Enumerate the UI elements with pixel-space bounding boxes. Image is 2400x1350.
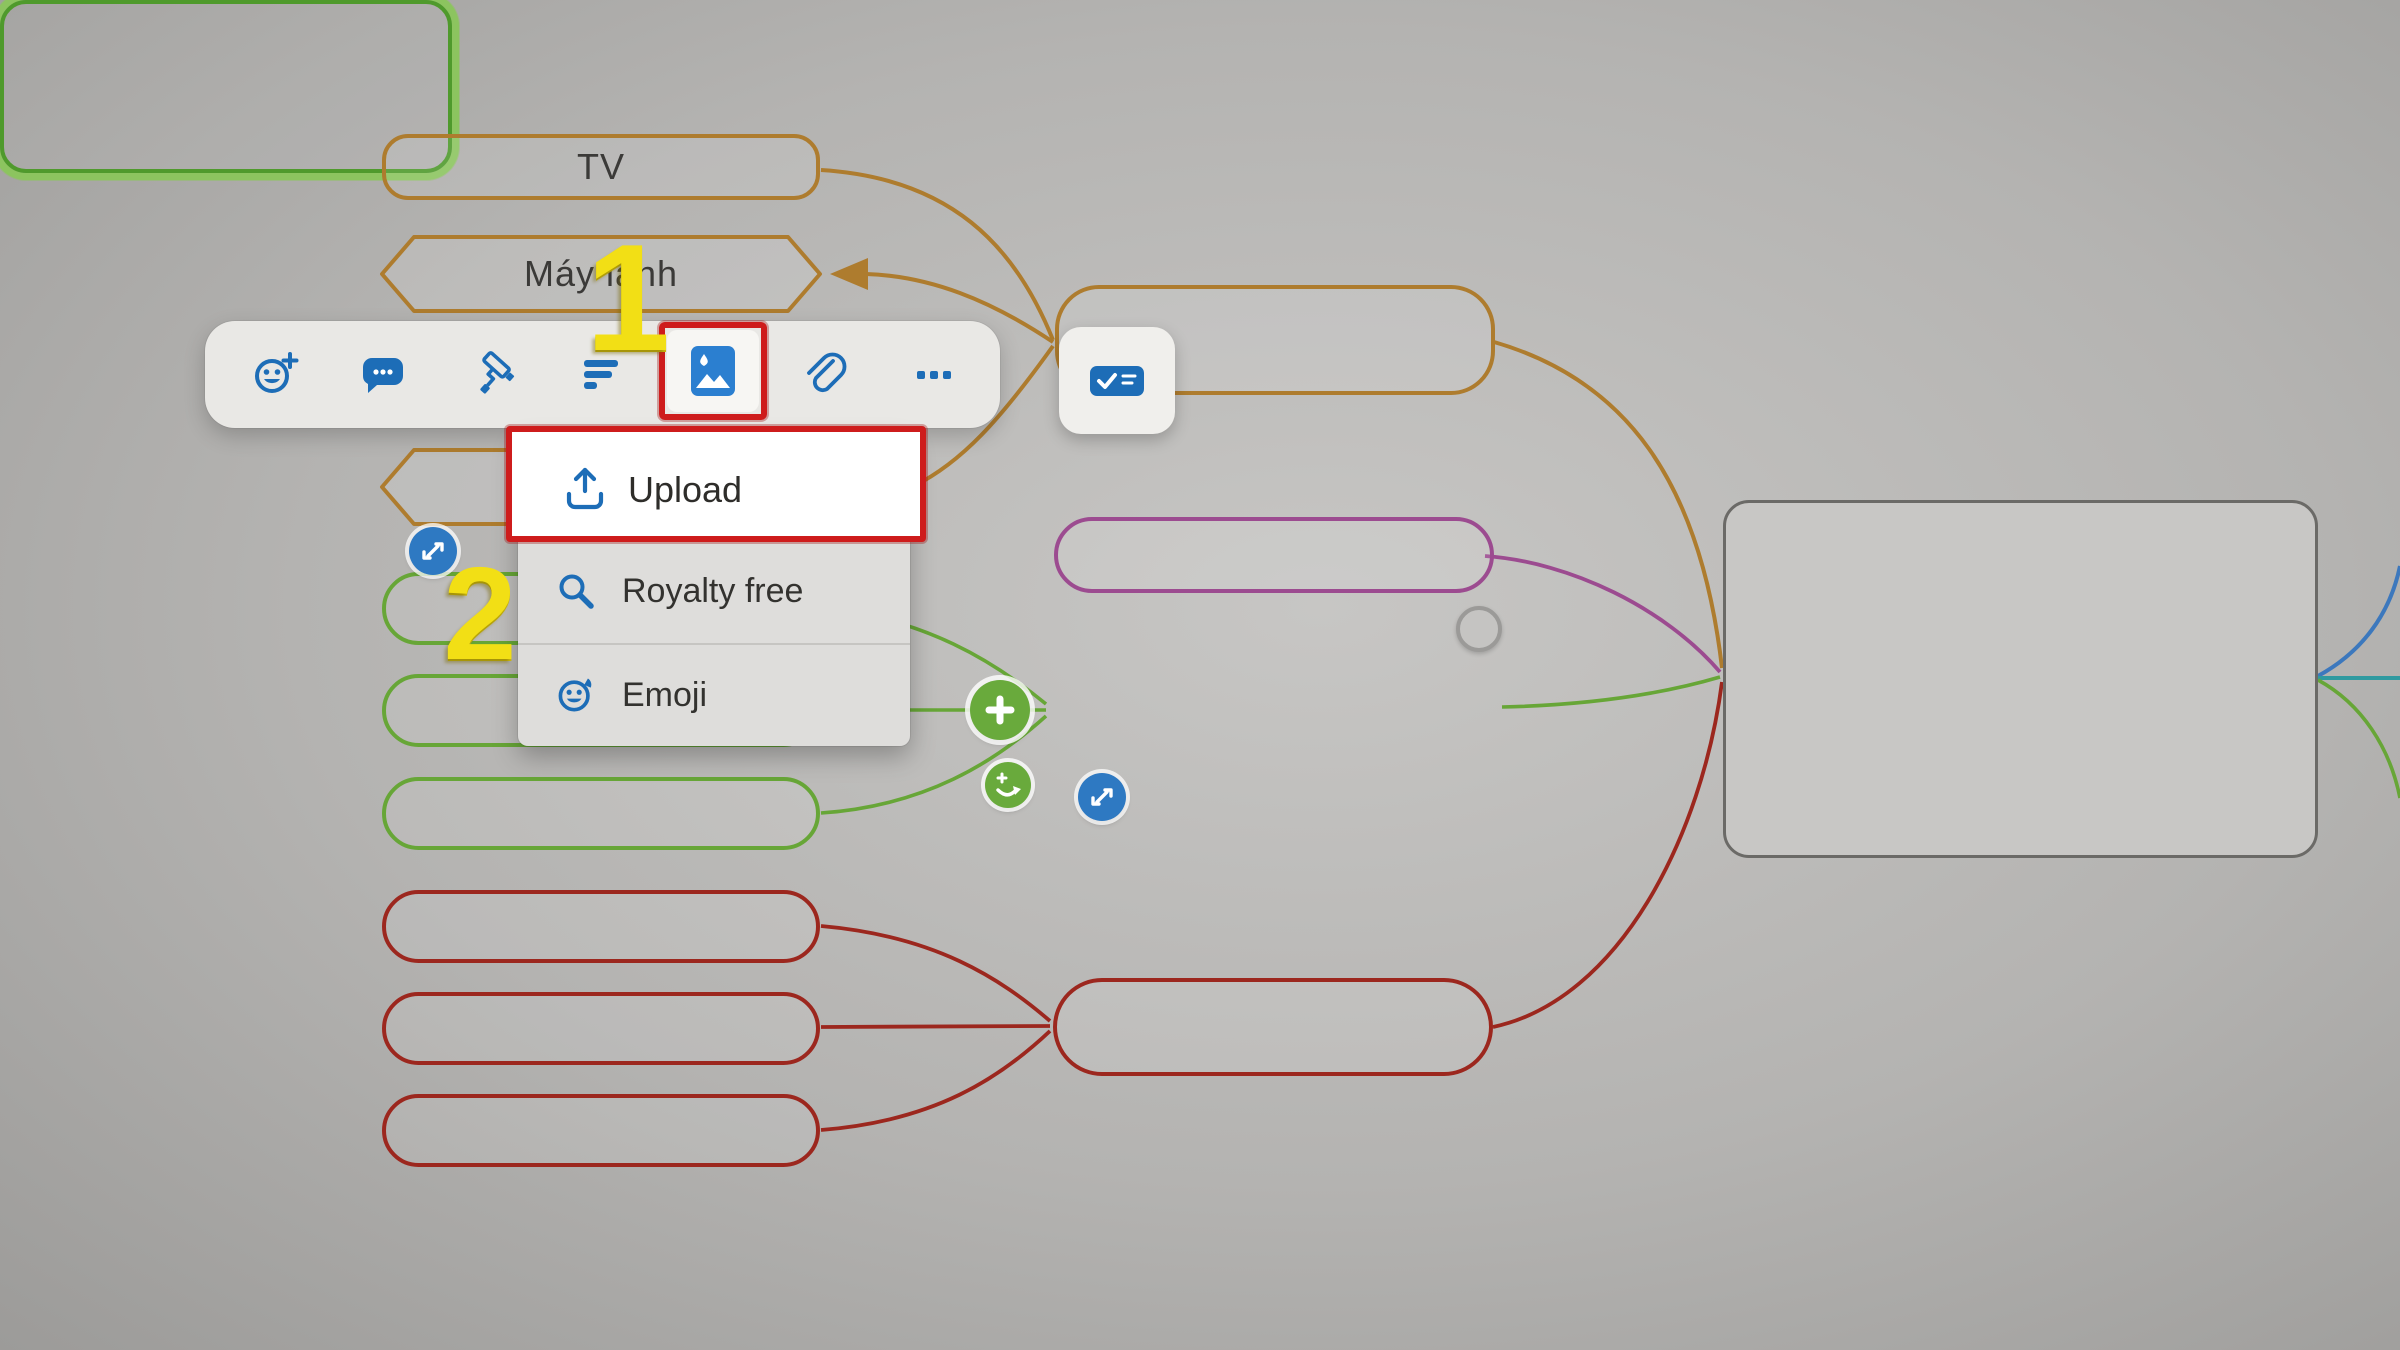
add-relationship-button[interactable]: [985, 762, 1031, 808]
format-paint-icon[interactable]: [467, 350, 515, 398]
topic-node-red-2[interactable]: [382, 992, 820, 1065]
search-icon: [559, 574, 594, 609]
branch-tv: [820, 168, 1055, 341]
arrowhead-may-lanh: [830, 258, 868, 290]
upload-icon: [566, 467, 604, 510]
expand-arrows-icon: [1091, 788, 1113, 806]
branch-center-right-up: [2317, 565, 2400, 678]
menu-item-label: Royalty free: [622, 571, 804, 610]
branch-red-to-center: [1492, 681, 1724, 1029]
topic-label-tv: TV: [576, 146, 625, 187]
emoji-add-icon[interactable]: [251, 350, 299, 398]
branch-red-1: [820, 924, 1052, 1023]
curved-arrow-plus-icon: [996, 772, 1021, 797]
attachment-icon[interactable]: [799, 350, 847, 398]
highlight-box-image-button: [659, 322, 767, 420]
branch-purple-to-center: [1484, 554, 1722, 674]
menu-item-emoji[interactable]: Emoji: [518, 643, 910, 747]
add-child-topic-button[interactable]: [970, 680, 1030, 740]
hexagon-shape: [380, 235, 822, 313]
plus-icon: [985, 695, 1015, 725]
selection-drag-handle[interactable]: [1456, 606, 1502, 652]
branch-may-lanh: [865, 272, 1055, 344]
menu-item-upload[interactable]: Upload: [506, 426, 926, 542]
menu-divider: [518, 643, 910, 645]
image-button[interactable]: [667, 330, 759, 412]
step-annotation-2: 2: [443, 540, 517, 687]
topic-toolbar: [205, 321, 1000, 428]
expand-arrows-icon: [422, 542, 444, 560]
image-icon: [691, 346, 735, 396]
branch-red-2: [820, 1024, 1051, 1029]
menu-item-label: Upload: [628, 469, 743, 510]
topic-node-selected[interactable]: [0, 0, 452, 173]
topic-node-tv[interactable]: TV: [382, 134, 820, 200]
step-annotation-1: 1: [585, 213, 671, 383]
outline-align-icon[interactable]: [577, 350, 625, 398]
branch-green-3: [820, 714, 1048, 815]
topic-node-task[interactable]: [1059, 327, 1175, 434]
menu-item-royalty-free[interactable]: Royalty free: [518, 539, 910, 643]
topic-node-red-1[interactable]: [382, 890, 820, 963]
central-topic-node[interactable]: [1723, 500, 2318, 858]
menu-item-label: Emoji: [622, 675, 708, 714]
resize-node-button[interactable]: [409, 527, 457, 575]
task-checklist-icon: [1090, 365, 1144, 396]
topic-node-green-3[interactable]: [382, 777, 820, 850]
topic-node-red-3[interactable]: [382, 1094, 820, 1167]
topic-label-may-lanh: Máy lạnh: [523, 253, 679, 294]
comments-icon[interactable]: [359, 350, 407, 398]
branch-center-right-down: [2317, 678, 2400, 799]
topic-node-red-parent[interactable]: [1053, 978, 1493, 1076]
emoji-add-icon: [558, 678, 592, 712]
branch-orange-to-center: [1493, 340, 1724, 669]
branch-green-to-center: [1501, 675, 1721, 709]
branch-red-3: [820, 1029, 1052, 1132]
topic-node-purple-parent[interactable]: [1054, 517, 1494, 593]
topic-node-may-lanh[interactable]: Máy lạnh: [378, 233, 824, 315]
more-options-icon[interactable]: [910, 350, 958, 398]
resize-node-button[interactable]: [1078, 773, 1126, 821]
branch-hidden-node: [913, 344, 1055, 488]
